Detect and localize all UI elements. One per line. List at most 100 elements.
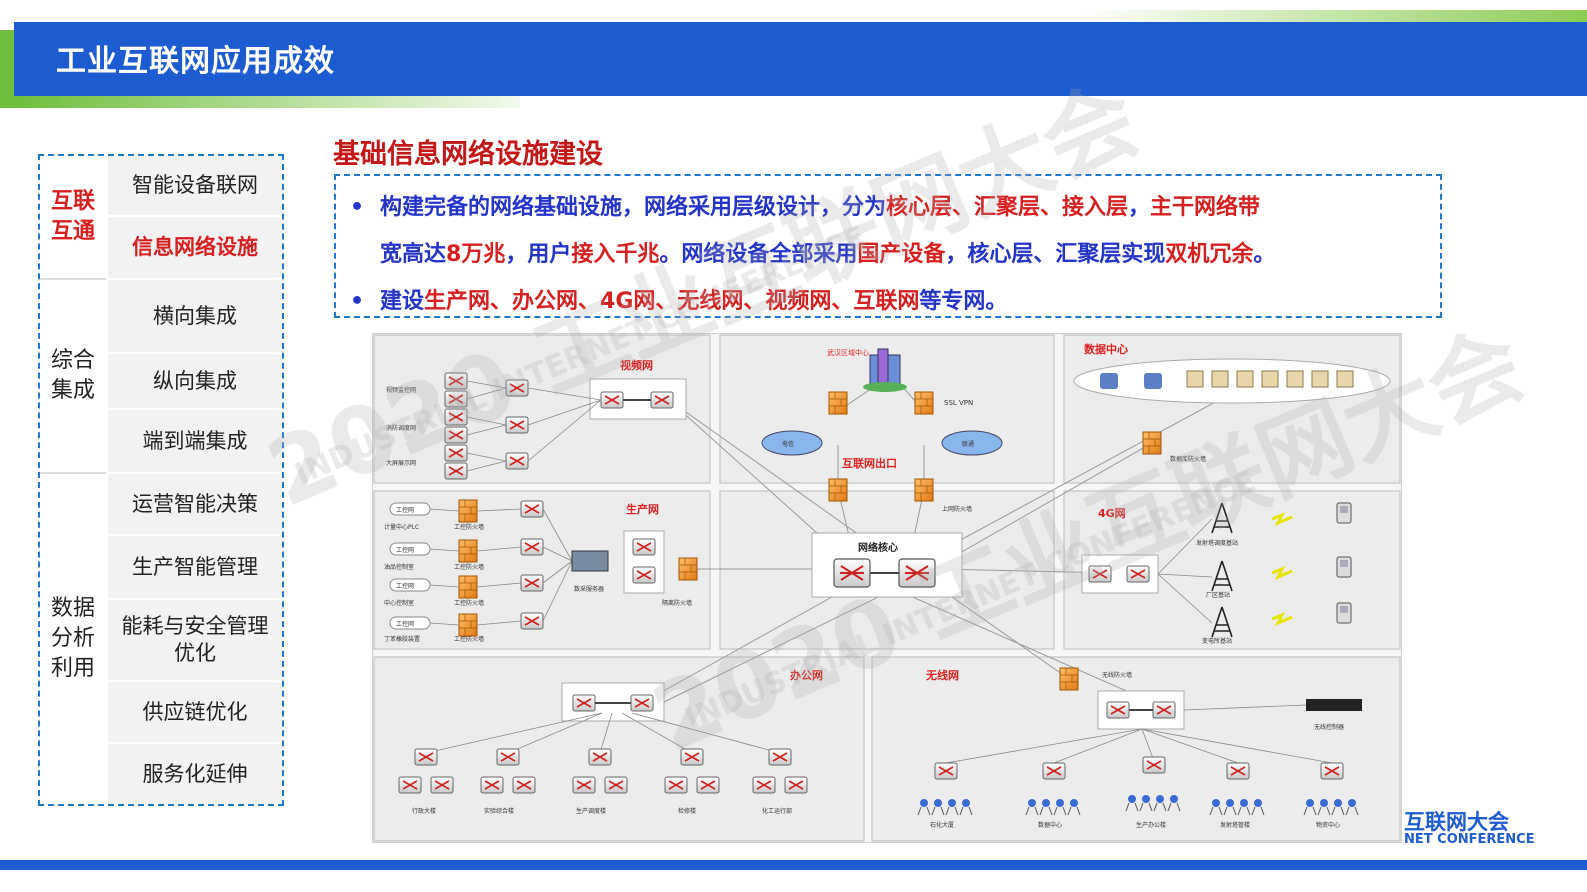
info-text-segment: 构建完备的网络基础设施，网络采用层级设计，分为 [380,195,887,220]
svg-text:工控防火墙: 工控防火墙 [454,523,484,531]
footer-bar [0,860,1587,870]
info-box: • 构建完备的网络基础设施，网络采用层级设计，分为核心层、汇聚层、接入层，主干网… [334,174,1442,318]
svg-text:无线网: 无线网 [925,668,959,682]
video-network: 视频网 视频监控网 消防调度网 大屏展示网 [386,358,687,480]
svg-text:发射塔调度基站: 发射塔调度基站 [1196,539,1238,547]
bullet-dot: • [350,289,365,314]
nav-item-servitization[interactable]: 服务化延伸 [108,744,282,804]
info-text-segment: 建设 [380,289,425,314]
svg-text:无线防火墙: 无线防火墙 [1102,671,1132,679]
info-line-2: 宽高达8万兆，用户接入千兆。网络设备全部采用国产设备，核心层、汇聚层实现双机冗余… [380,231,1275,278]
zone-datacenter [1063,334,1401,484]
info-text-segment: 国产设备 [857,242,946,267]
svg-text:计量中心PLC: 计量中心PLC [384,523,419,531]
svg-text:网络核心: 网络核心 [858,541,898,554]
svg-text:生产调度楼: 生产调度楼 [576,807,606,815]
info-text-segment: 双机冗余 [1165,242,1254,267]
svg-text:化工运行部: 化工运行部 [762,807,792,815]
page-title: 工业互联网应用成效 [56,44,335,79]
zone-wireless [871,656,1401,842]
svg-text:变电所基站: 变电所基站 [1202,637,1232,645]
svg-text:厂区基站: 厂区基站 [1206,591,1230,599]
svg-text:SSL VPN: SSL VPN [944,399,973,407]
info-text-segment: 接入千兆 [571,242,660,267]
info-line-1: 构建完备的网络基础设施，网络采用层级设计，分为核心层、汇聚层、接入层，主干网络带 [380,184,1260,231]
svg-text:大屏展示网: 大屏展示网 [386,459,416,467]
svg-text:视频监控网: 视频监控网 [386,386,416,394]
info-text-segment: 生产网、办公网、4G网、无线网、视频网、互联网 [424,289,920,314]
nav-item-energy-safety[interactable]: 能耗与安全管理 优化 [108,600,282,680]
capability-nav: 互联 互通 综合 集成 数据 分析 利用 智能设备联网 信息网络设施 横向集成 … [38,154,284,806]
svg-text:发射塔管楼: 发射塔管楼 [1220,821,1250,829]
svg-text:工控防火墙: 工控防火墙 [454,635,484,643]
svg-text:实验综合楼: 实验综合楼 [484,807,514,815]
svg-text:物资中心: 物资中心 [1316,821,1340,829]
svg-text:工控防火墙: 工控防火墙 [454,563,484,571]
svg-text:数据中心: 数据中心 [1038,821,1062,829]
svg-text:工控网: 工控网 [396,506,414,514]
nav-group-interconnect[interactable]: 互联 互通 [50,189,95,244]
data-center: 数据中心 数据库防火墙 [1073,342,1391,463]
nav-item-supply-chain[interactable]: 供应链优化 [108,682,282,742]
info-text-segment: 。网络设备全部采用 [659,242,858,267]
section-title: 基础信息网络设施建设 [333,139,603,170]
info-text-segment: ，核心层、汇聚层实现 [945,242,1166,267]
svg-text:数据库防火墙: 数据库防火墙 [1170,455,1206,463]
conference-name: 互联网大会 [1404,810,1509,834]
svg-text:丁苯橡胶装置: 丁苯橡胶装置 [384,635,420,643]
info-text-segment: 。 [1253,242,1276,267]
svg-text:工控网: 工控网 [396,582,414,590]
info-line-3: 建设生产网、办公网、4G网、无线网、视频网、互联网等专网。 [380,278,1007,325]
svg-text:4G网: 4G网 [1098,507,1126,520]
svg-text:消防调度网: 消防调度网 [386,424,416,432]
nav-group-divider [40,278,106,280]
nav-group-data-analysis[interactable]: 数据 分析 利用 [50,596,95,681]
svg-text:上网防火墙: 上网防火墙 [942,505,972,513]
svg-text:行政大楼: 行政大楼 [412,807,436,815]
svg-text:中心控制室: 中心控制室 [384,599,414,607]
svg-text:工控防火墙: 工控防火墙 [454,599,484,607]
nav-item-production-management[interactable]: 生产智能管理 [108,536,282,598]
nav-item-horizontal-integration[interactable]: 横向集成 [108,280,282,352]
svg-text:视频网: 视频网 [620,358,653,372]
info-text-segment: 主干网络带 [1150,195,1261,220]
top-accent-bar [1080,10,1587,22]
svg-text:检修楼: 检修楼 [678,807,696,815]
info-text-segment: 核心层、汇聚层、接入层 [886,195,1129,220]
svg-text:电信: 电信 [782,440,794,448]
wireless-network: 无线网 无线防火墙 无线控制器 石化大厦 数据中心 生产办公楼 发射塔管楼 物资中心 [917,667,1362,829]
svg-text:办公网: 办公网 [790,668,823,682]
bullet-dot: • [350,195,365,220]
nav-item-operation-decision[interactable]: 运营智能决策 [108,474,282,534]
nav-group-divider [40,472,106,474]
network-topology-diagram: 视频网 视频监控网 消防调度网 大屏展示网 武汉区域中心 SSL VPN 电信 … [372,333,1402,843]
svg-text:石化大厦: 石化大厦 [930,821,954,829]
svg-text:油品控制室: 油品控制室 [384,563,414,571]
svg-text:生产网: 生产网 [626,502,659,516]
conference-logo: 互联网大会 NET CONFERENCE [1404,806,1535,847]
svg-text:工控网: 工控网 [396,546,414,554]
svg-text:联通: 联通 [962,440,974,448]
nav-item-end-to-end-integration[interactable]: 端到端集成 [108,410,282,472]
svg-text:生产办公楼: 生产办公楼 [1136,821,1166,829]
nav-group-integration[interactable]: 综合 集成 [50,348,95,403]
nav-item-device-networking[interactable]: 智能设备联网 [108,156,282,215]
svg-text:武汉区域中心: 武汉区域中心 [827,348,869,357]
svg-text:数据中心: 数据中心 [1084,342,1128,356]
left-accent-bar [0,30,14,108]
header-underline [14,96,520,108]
info-text-segment: 等专网。 [919,289,1008,314]
svg-text:无线控制器: 无线控制器 [1314,723,1344,731]
network-core: 网络核心 [811,532,963,598]
info-text-segment: 宽高达 [380,242,447,267]
info-text-segment: ， [1128,195,1151,220]
office-network: 办公网 行政大楼 实验综合楼 生产调度楼 检修楼 化工运行部 [398,668,823,815]
header-bar [14,22,1587,96]
nav-item-network-infrastructure[interactable]: 信息网络设施 [108,217,282,278]
svg-text:工控网: 工控网 [396,620,414,628]
svg-text:互联网出口: 互联网出口 [842,456,897,470]
conference-en: NET CONFERENCE [1404,832,1535,847]
nav-item-vertical-integration[interactable]: 纵向集成 [108,354,282,408]
